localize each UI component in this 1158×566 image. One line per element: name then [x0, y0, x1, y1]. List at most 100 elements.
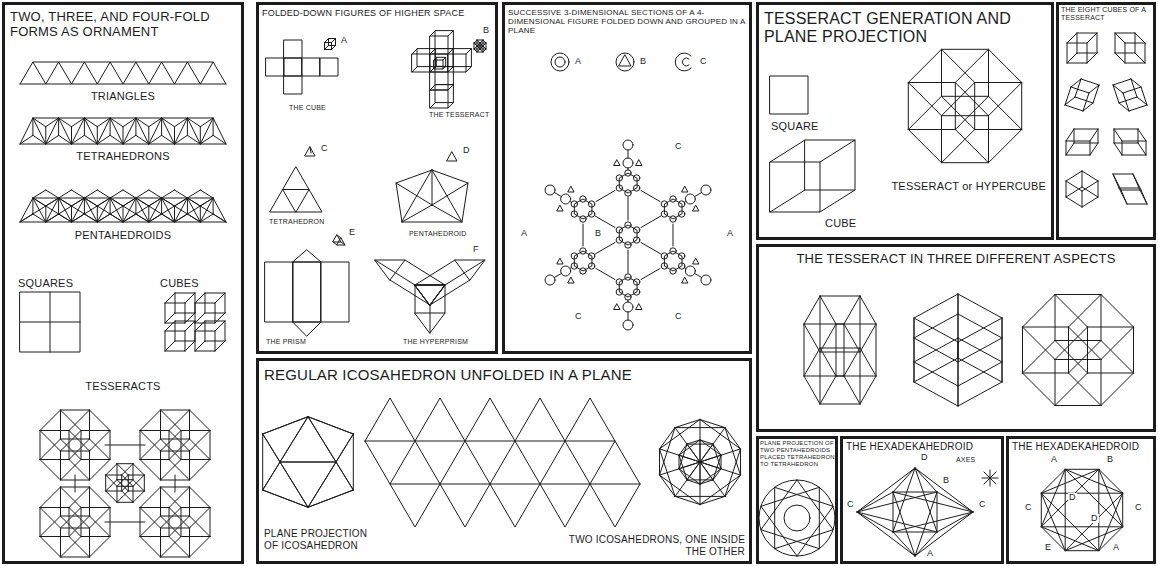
hexadekahedroid-figure: [893, 468, 915, 492]
pentahedroid-band: [161, 198, 162, 214]
icosahedron-projection: [280, 462, 336, 463]
section-cluster: [633, 185, 639, 191]
tesseract-net: [448, 67, 453, 72]
tesseract-figure: [908, 96, 941, 129]
hexadekahedroid-figure: [893, 532, 915, 556]
cube-figure: [805, 140, 855, 190]
tetrahedron-band: [59, 135, 72, 144]
tesseract-cell: [1066, 141, 1090, 142]
tesseract-figure: [121, 475, 122, 491]
tesseract-figure: [61, 410, 82, 431]
square-figure: [20, 292, 80, 352]
tesseract-figure: [989, 130, 1022, 163]
figure-label: C: [978, 500, 987, 509]
tesseract-figure: [160, 528, 161, 557]
tesseract-figure: [117, 479, 133, 480]
figure-label: B: [639, 57, 647, 66]
tesseract-figure: [69, 537, 90, 558]
tesseract-net: [430, 49, 435, 54]
section-cluster: [625, 274, 631, 280]
icosahedron-net: [515, 398, 565, 441]
tesseract-figure: [955, 83, 956, 130]
section-cluster: [633, 175, 639, 181]
tetrahedron-band: [59, 118, 72, 127]
tesseract-figure: [161, 451, 190, 452]
cube-figure: [165, 331, 166, 351]
section-cluster: [616, 227, 622, 233]
tesseract-figure: [61, 451, 90, 452]
icosahedron-pair: [700, 440, 713, 444]
tesseract-figure: [161, 487, 182, 508]
section-cluster: [670, 268, 676, 274]
tesseract-cell: [1066, 181, 1067, 197]
tesseract-cell: [1066, 171, 1082, 181]
section-arm: [554, 274, 561, 278]
tesseract-figure: [181, 507, 210, 508]
tesseract-figure: [989, 49, 1022, 82]
hexadekahedroid-figure: [1041, 493, 1042, 527]
tesseract-figure: [161, 516, 182, 537]
icosahedron-net: [365, 398, 415, 441]
icosahedron-pair: [700, 469, 721, 484]
tesseract-figure: [908, 129, 955, 130]
tesseract-figure: [169, 537, 190, 558]
pentahedroid-band: [97, 190, 110, 198]
tesseract-aspect: [914, 318, 915, 338]
tesseract-aspect: [914, 362, 958, 386]
tesseract-cell: [1093, 85, 1099, 103]
section-cluster: [670, 196, 676, 202]
hexadekahedroid-figure: [1099, 469, 1123, 493]
icosahedron-projection: [353, 434, 354, 490]
tetrahedron-band: [123, 118, 136, 127]
tesseract-aspect: [958, 314, 1002, 338]
tesseract-net: [443, 66, 446, 69]
tesseract-figure: [40, 508, 41, 537]
icosahedron-pair: [660, 428, 676, 449]
figure-label: TESSERACT or HYPERCUBE: [878, 180, 1046, 193]
tesseract-cell: [1138, 129, 1146, 141]
tesseract-aspect: [876, 324, 877, 376]
tesseract-cell: [1067, 43, 1068, 63]
tesseract-figure: [69, 439, 90, 460]
tesseract-figure: [161, 439, 182, 460]
icosahedron-projection: [280, 417, 308, 462]
tesseract-figure: [61, 460, 82, 481]
tesseract-cell: [1066, 197, 1082, 207]
hyperprism-net: [445, 285, 446, 313]
pentahedroid-projection: [761, 487, 819, 506]
section-cluster: [580, 248, 586, 254]
tesseract-aspect: [804, 296, 820, 324]
icosahedron-pair: [687, 440, 700, 444]
figure-label: A: [574, 57, 582, 66]
tesseract-net: [448, 85, 453, 90]
icosahedron-net: [415, 398, 465, 441]
pentahedroid-band: [200, 190, 213, 198]
icosahedron-pair: [687, 444, 713, 445]
section-arm: [636, 304, 642, 310]
tetrahedron-band: [58, 118, 59, 135]
tesseract-figure: [117, 464, 118, 480]
tesseract-figure: [975, 129, 1022, 130]
tesseract-aspect: [836, 324, 837, 376]
panel-heading: TWO, THREE, AND FOUR-FOLD FORMS AS ORNAM…: [10, 10, 238, 40]
figure-label: C: [320, 144, 329, 153]
pentahedroid-band: [71, 206, 72, 222]
hexadekahedroid-figure: [857, 512, 937, 532]
tesseract-cell: [1098, 129, 1099, 143]
tesseract-figure: [40, 410, 61, 431]
tesseract-aspect: [1101, 360, 1102, 406]
tesseract-icon: [483, 40, 484, 46]
tesseract-net: [430, 31, 435, 36]
cube-figure: [175, 321, 195, 322]
tesseract-figure: [81, 536, 110, 537]
tesseract-figure: [190, 460, 211, 481]
cube-figure: [205, 321, 225, 322]
section-arm: [701, 275, 711, 285]
tesseract-cell: [1066, 143, 1074, 155]
tesseract-figure: [105, 475, 106, 491]
tesseract-net: [443, 57, 446, 60]
tesseract-figure: [69, 508, 90, 529]
tesseract-cell: [1146, 141, 1147, 155]
tesseract-aspect: [820, 324, 836, 352]
tesseract-figure: [955, 96, 988, 129]
